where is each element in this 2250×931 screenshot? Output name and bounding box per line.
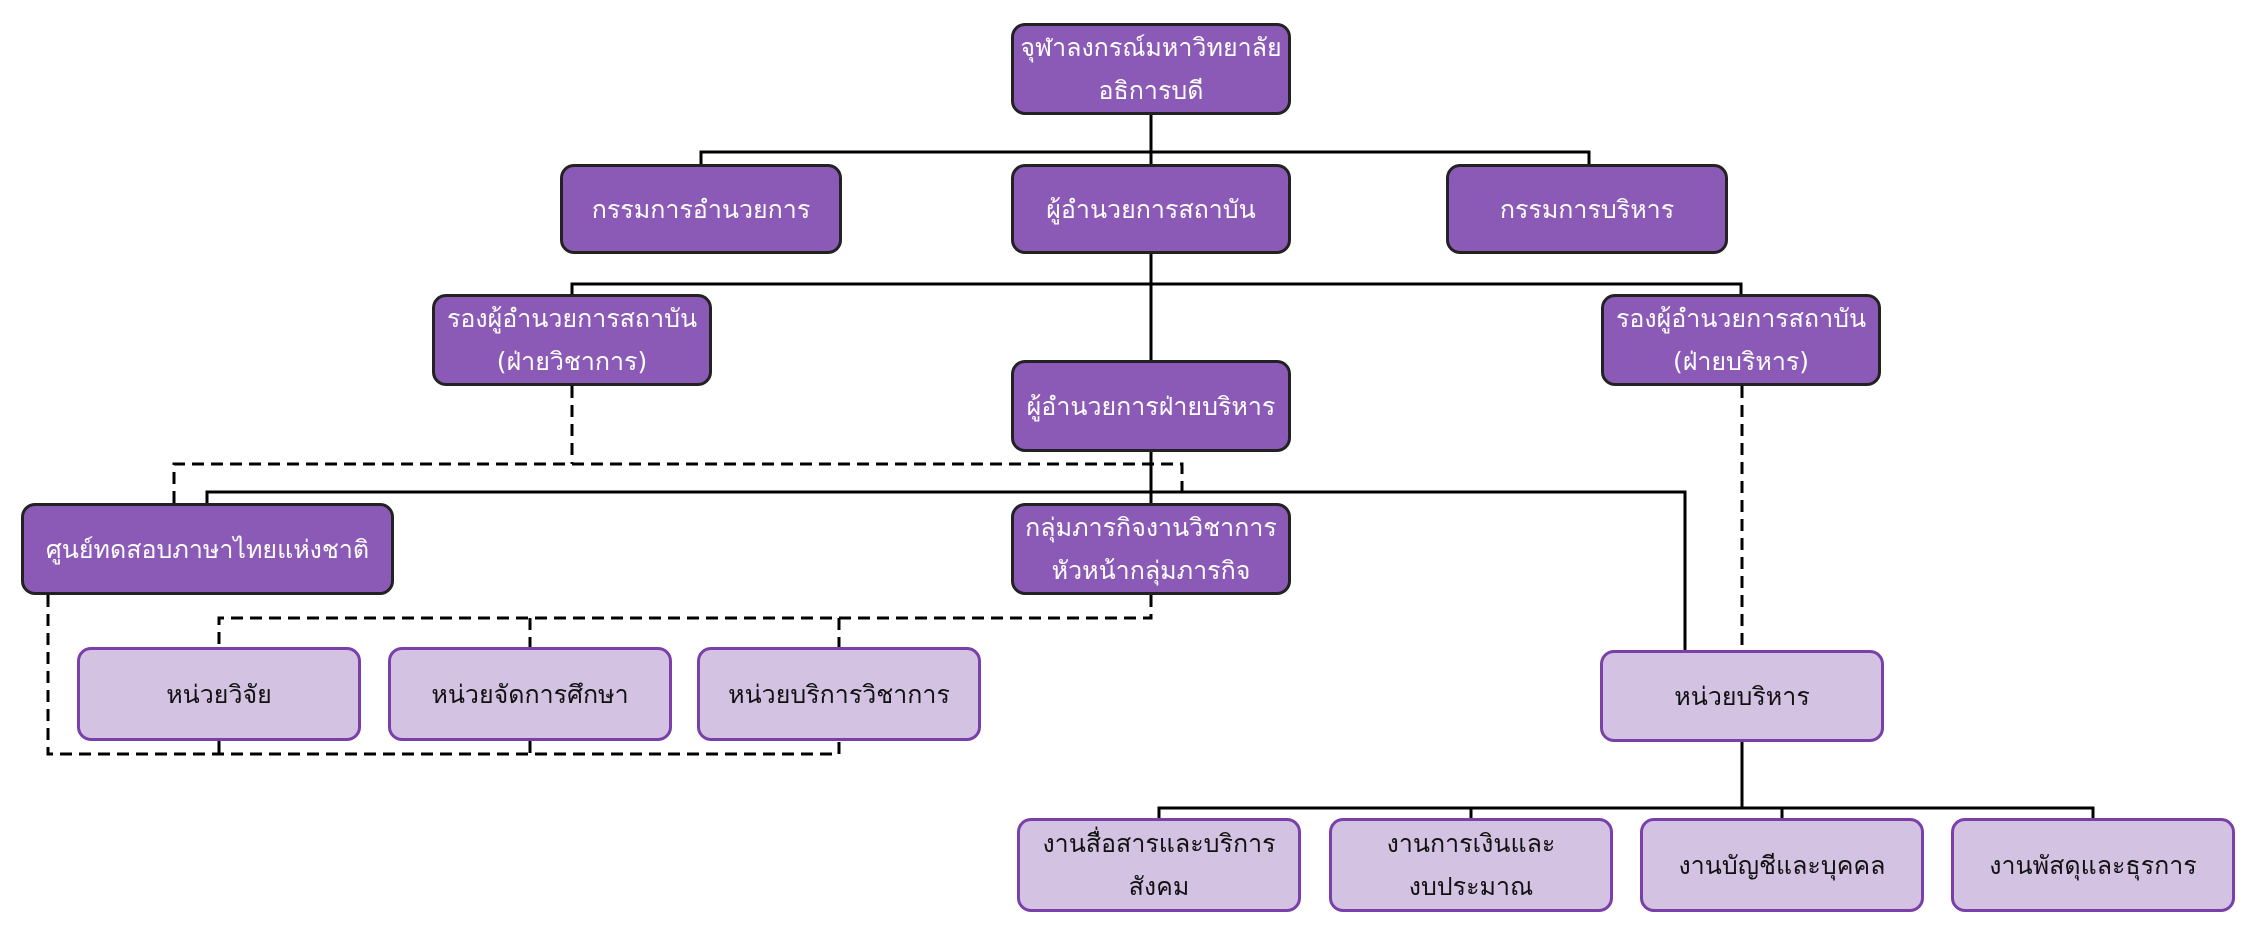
academic-service-unit-box: หน่วยบริการวิชาการ [697,647,981,741]
admin-director-box: ผู้อำนวยการฝ่ายบริหาร [1011,360,1291,452]
deputy-academic-box: รองผู้อำนวยการสถาบัน (ฝ่ายวิชาการ) [432,294,712,386]
supplies-general-box: งานพัสดุและธุรการ [1951,818,2235,912]
chulalongkorn-label: จุฬาลงกรณ์มหาวิทยาลัย [1020,33,1282,62]
comm-service-line2: สังคม [1128,872,1190,901]
deputy-academic-title: รองผู้อำนวยการสถาบัน [446,304,698,333]
deputy-admin-box: รองผู้อำนวยการสถาบัน (ฝ่ายบริหาร) [1601,294,1881,386]
education-unit-label: หน่วยจัดการศึกษา [431,679,629,709]
executive-board-box: กรรมการบริหาร [1446,164,1728,254]
comm-service-box: งานสื่อสารและบริการ สังคม [1017,818,1301,912]
academic-group-box: กลุ่มภารกิจงานวิชาการ หัวหน้ากลุ่มภารกิจ [1011,503,1291,595]
accounting-personnel-label: งานบัญชีและบุคคล [1678,850,1886,880]
executive-board-label: กรรมการบริหาร [1499,194,1675,224]
supplies-general-label: งานพัสดุและธุรการ [1989,850,2197,880]
academic-group-title: กลุ่มภารกิจงานวิชาการ [1025,513,1277,542]
accounting-personnel-box: งานบัญชีและบุคคล [1640,818,1924,912]
admin-director-label: ผู้อำนวยการฝ่ายบริหาร [1026,391,1276,421]
finance-budget-line2: งบประมาณ [1408,872,1534,901]
finance-budget-line1: งานการเงินและ [1386,829,1556,858]
education-unit-box: หน่วยจัดการศึกษา [388,647,672,741]
deputy-admin-division: (ฝ่ายบริหาร) [1672,347,1810,376]
thai-test-center-label: ศูนย์ทดสอบภาษาไทยแห่งชาติ [45,534,370,564]
admin-unit-label: หน่วยบริหาร [1674,681,1810,711]
admin-unit-box: หน่วยบริหาร [1600,650,1884,742]
deputy-academic-division: (ฝ่ายวิชาการ) [496,347,648,376]
board-directors-box: กรรมการอำนวยการ [560,164,842,254]
research-unit-box: หน่วยวิจัย [77,647,361,741]
research-unit-label: หน่วยวิจัย [166,679,272,709]
deputy-admin-title: รองผู้อำนวยการสถาบัน [1615,304,1867,333]
academic-group-head: หัวหน้ากลุ่มภารกิจ [1051,556,1251,585]
chulalongkorn-president-box: จุฬาลงกรณ์มหาวิทยาลัย อธิการบดี [1011,23,1291,115]
institute-director-label: ผู้อำนวยการสถาบัน [1046,194,1256,224]
finance-budget-box: งานการเงินและ งบประมาณ [1329,818,1613,912]
comm-service-line1: งานสื่อสารและบริการ [1042,829,1276,858]
thai-test-center-box: ศูนย์ทดสอบภาษาไทยแห่งชาติ [21,503,394,595]
institute-director-box: ผู้อำนวยการสถาบัน [1011,164,1291,254]
board-directors-label: กรรมการอำนวยการ [591,194,811,224]
president-label: อธิการบดี [1098,76,1204,105]
academic-service-unit-label: หน่วยบริการวิชาการ [728,679,950,709]
